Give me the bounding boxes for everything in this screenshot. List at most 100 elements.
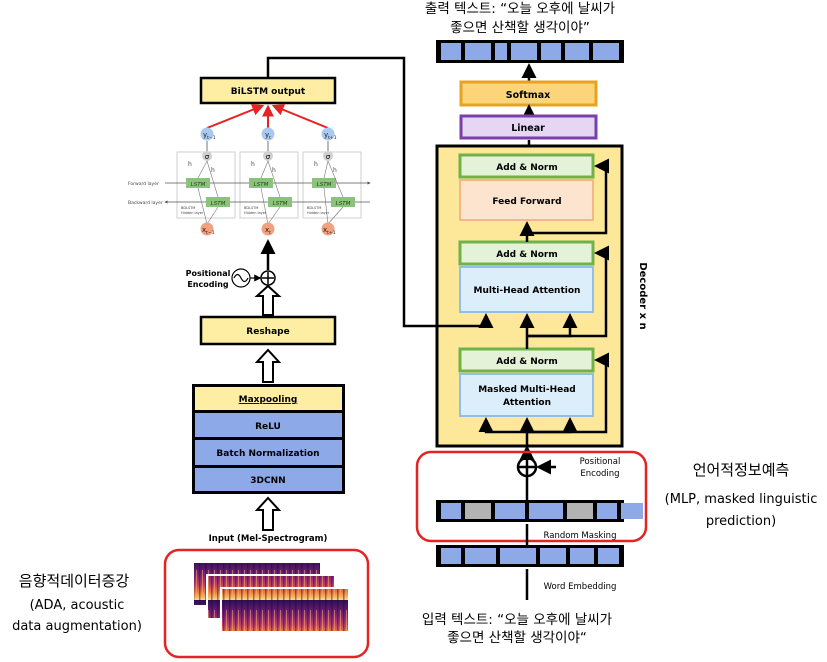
mel-spectrogram-images [192, 561, 350, 633]
embedding-token [570, 548, 594, 564]
add-norm-label-mid: Add & Norm [496, 250, 558, 260]
input-mel-spectrogram-label: Input (Mel-Spectrogram) [209, 534, 328, 544]
output-text-line1: 출력 텍스트: “오늘 오후에 날씨가 [425, 1, 615, 17]
encoder-positional-encoding-line1: Positional [186, 269, 231, 278]
maxpooling-label: Maxpooling [239, 395, 298, 405]
maxpooling-block [195, 387, 342, 410]
unmasked-token [495, 503, 525, 519]
bidi-label-right-line1: BDLSTM [307, 206, 321, 210]
output-token [495, 43, 507, 60]
x-left-label: xt−1 [202, 226, 215, 236]
masked-token [567, 503, 593, 519]
mlp-annotation-line2: prediction) [706, 514, 776, 529]
sigma-right: σ [326, 153, 331, 161]
output-token [565, 43, 589, 60]
hollow-arrow-reshape-up [254, 284, 282, 316]
mlp-annotation-box [415, 450, 648, 543]
output-token [441, 43, 461, 60]
y-node-left [200, 127, 214, 141]
ada-annotation-box [163, 548, 370, 659]
bilstm-output-block [199, 76, 337, 105]
embedding-token [500, 548, 536, 564]
embedding-token [540, 548, 566, 564]
feed-forward-label: Feed Forward [492, 197, 561, 207]
input-text-line2: 좋으면 산책할 생각이야“ [447, 630, 587, 646]
bilstm-unrolled-figure: yt−1 yt yt+1 σ σ σ h h h h h h Forward l… [128, 127, 371, 236]
unmasked-token [441, 503, 461, 519]
bidi-label-mid-line1: BDLSTM [244, 206, 258, 210]
h-backward-label-mid: h [272, 167, 276, 174]
batch-norm-label: Batch Normalization [216, 449, 319, 459]
h-backward-label-right: h [333, 167, 337, 174]
unmasked-token [529, 503, 563, 519]
bilstm-output-label: BiLSTM output [231, 87, 306, 97]
conv-block [195, 468, 342, 491]
word-embedding-label: Word Embedding [544, 582, 617, 592]
hollow-arrow-input-up [254, 496, 282, 531]
masked-attention-label-line1: Masked Multi-Head [478, 385, 576, 395]
embedding-token [465, 548, 496, 564]
output-token-bar [436, 40, 624, 63]
x-node-mid [261, 222, 275, 236]
output-token [511, 43, 537, 60]
hollow-arrow-cnn-up [254, 348, 282, 383]
forward-layer-label: Forward layer [128, 181, 159, 187]
encoder-to-decoder-connection [266, 56, 494, 328]
linear-block [459, 114, 598, 140]
relu-label: ReLU [255, 422, 281, 432]
h-forward-label-left: h [188, 161, 192, 168]
output-token [593, 43, 619, 60]
bidi-label-mid-line2: Hidden layer [244, 211, 267, 215]
encoder-positional-encoding-line2: Encoding [187, 280, 229, 289]
conv-label: 3DCNN [250, 476, 285, 486]
sigma-mid: σ [266, 153, 271, 161]
decoder-wiring [478, 158, 609, 446]
multi-head-attention-label: Multi-Head Attention [474, 286, 581, 296]
feed-forward-block [459, 179, 594, 221]
x-right-label: xt+1 [323, 226, 336, 236]
h-forward-label-mid: h [251, 161, 255, 168]
add-norm-label-top: Add & Norm [496, 163, 558, 173]
unmasked-token [621, 503, 643, 519]
relu-block [195, 413, 342, 437]
cnn-stack: Maxpooling ReLU Batch Normalization 3DCN… [192, 384, 345, 494]
output-token [465, 43, 491, 60]
lstm-cell-bwd-mid: LSTM [273, 201, 288, 207]
lstm-cell-fwd-mid: LSTM [254, 182, 269, 188]
h-backward-label-left: h [211, 167, 215, 174]
bidi-label-right-line2: Hidden layer [307, 211, 330, 215]
linear-label: Linear [511, 123, 545, 134]
lstm-cell-fwd-right: LSTM [317, 182, 332, 188]
reshape-block [199, 315, 337, 346]
mlp-annotation-line1: (MLP, masked linguistic [665, 492, 818, 507]
masked-attention-block [459, 373, 594, 417]
add-norm-block-top [458, 153, 595, 179]
unmasked-token [597, 503, 617, 519]
embedding-token [598, 548, 619, 564]
add-norm-label-bottom: Add & Norm [496, 357, 558, 367]
masked-attention-label-line2: Attention [503, 398, 551, 408]
bidi-label-left-line2: Hidden layer [181, 211, 204, 215]
lstm-cell-bwd-left: LSTM [211, 201, 226, 207]
x-node-left [200, 222, 214, 236]
bidi-label-left-line1: BDLSTM [181, 206, 195, 210]
output-token [541, 43, 561, 60]
x-mid-label: xt [265, 226, 271, 236]
y-mid-label: yt [265, 131, 271, 141]
x-node-right [321, 222, 335, 236]
ada-annotation-line2: data augmentation) [12, 619, 142, 634]
backward-layer-label: Backward layer [128, 200, 163, 206]
reshape-label: Reshape [246, 327, 289, 337]
lstm-cell-bwd-right: LSTM [336, 201, 351, 207]
mlp-annotation-title: 언어적정보예측 [693, 461, 790, 479]
multi-head-attention-block [459, 266, 594, 313]
output-text-line2: 좋으면 산책할 생각이야” [450, 20, 590, 36]
y-node-mid [261, 127, 275, 141]
y-right-label: yt+1 [324, 131, 337, 141]
sigma-left: σ [205, 153, 210, 161]
batch-norm-block [195, 440, 342, 465]
ada-annotation-title: 음향적데이터증강 [19, 572, 130, 590]
h-forward-label-right: h [314, 161, 318, 168]
